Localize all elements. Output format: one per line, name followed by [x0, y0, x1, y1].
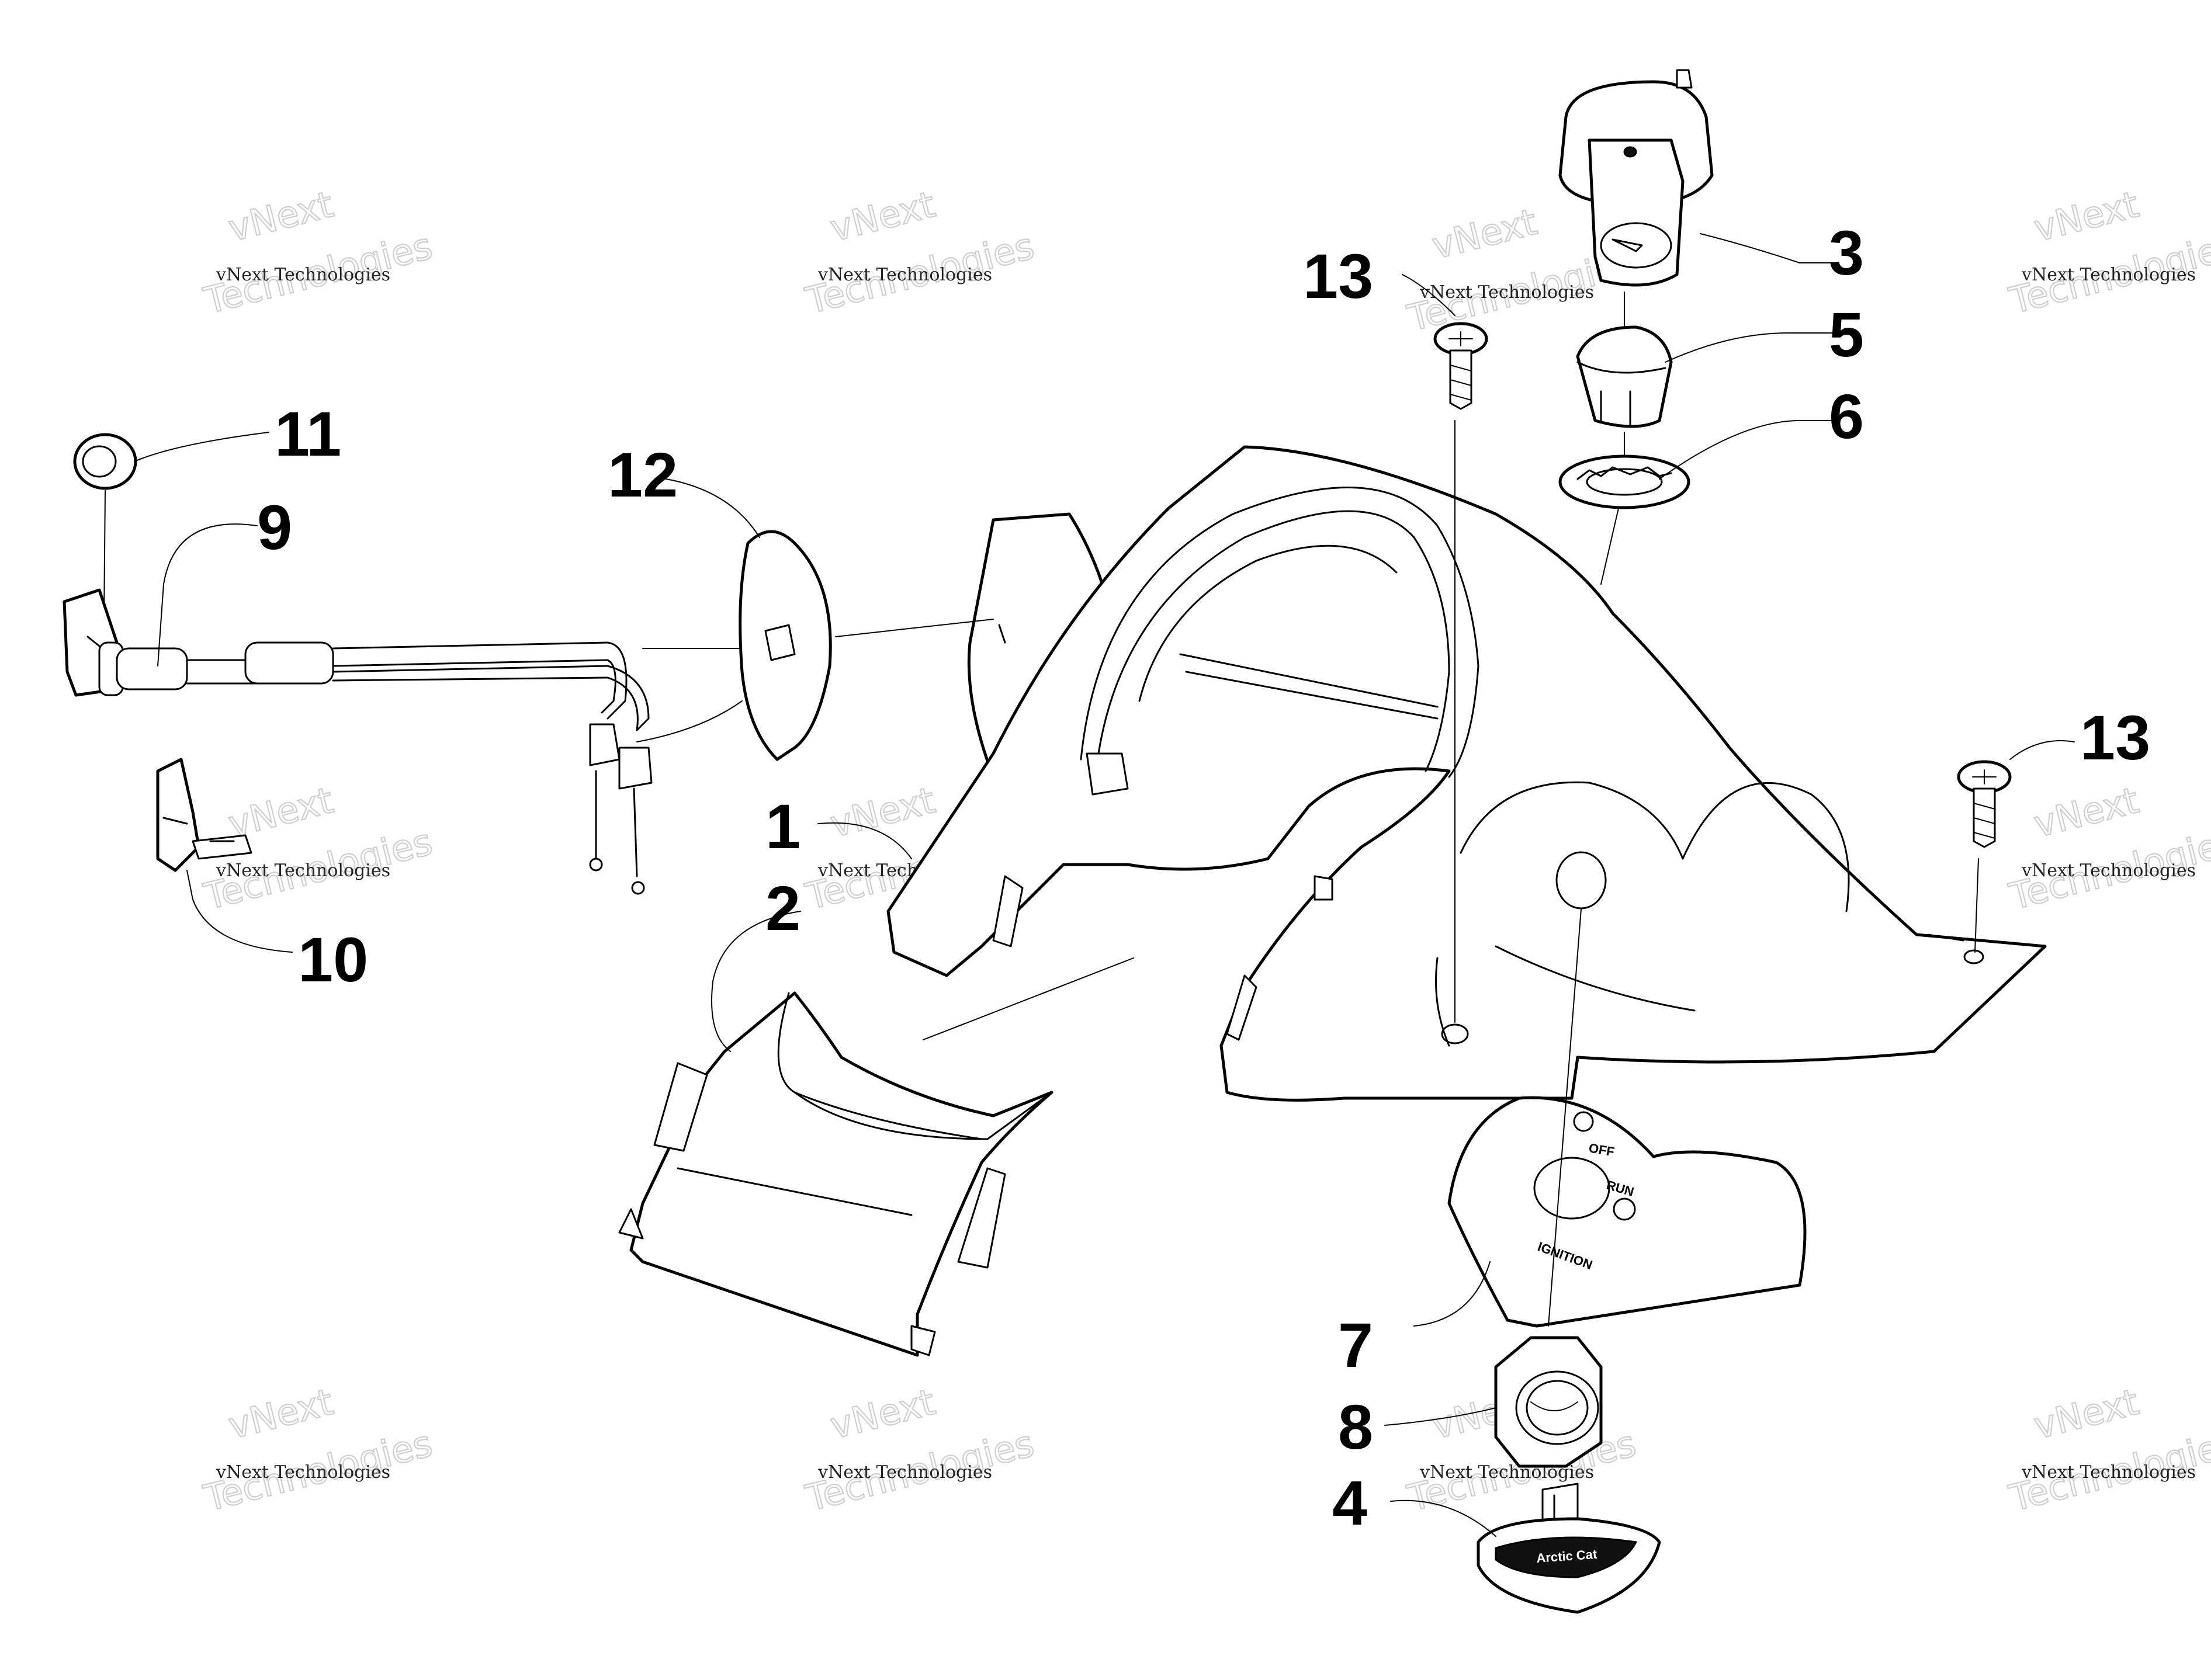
part-gasket	[739, 530, 994, 761]
callout-9: 9	[257, 492, 292, 563]
callout-1: 1	[765, 791, 800, 862]
watermark-company: vNext Technologies	[216, 1462, 390, 1483]
part-lock-washer	[1558, 454, 1690, 585]
watermark: vNext Technologies vNext Technologies	[2005, 778, 2211, 919]
callout-8: 8	[1338, 1391, 1373, 1462]
callout-leaders	[134, 233, 2075, 1537]
callout-5: 5	[1829, 299, 1864, 370]
watermark-brand-top: vNext	[2030, 1380, 2143, 1448]
part-screw-right	[1957, 760, 2012, 953]
watermark-brand-top: vNext	[2030, 183, 2143, 250]
watermark: vNext Technologies vNext Technologies	[801, 182, 1039, 323]
part-throttle-cable	[63, 588, 748, 895]
callout-10: 10	[298, 924, 368, 995]
watermark-company: vNext Technologies	[2021, 265, 2196, 285]
part-ignition-switch	[1558, 69, 1714, 328]
watermark-brand-top: vNext	[2030, 779, 2143, 846]
callout-13-top: 13	[1303, 241, 1373, 311]
watermark-brand-top: vNext	[826, 183, 939, 250]
watermark-company: vNext Technologies	[817, 1462, 992, 1483]
part-sleeve	[1576, 325, 1673, 456]
part-front-cover	[618, 957, 1134, 1357]
part-screw-top	[1433, 322, 1488, 1023]
watermark-company: vNext Technologies	[216, 860, 390, 881]
part-console-housing	[886, 445, 2047, 1102]
watermark: vNext Technologies vNext Technologies	[199, 182, 437, 323]
callout-6: 6	[1829, 381, 1864, 452]
part-hex-nut	[1494, 1336, 1603, 1468]
part-throttle-nut	[73, 433, 137, 620]
callout-3: 3	[1829, 217, 1864, 288]
watermark-brand-top: vNext	[826, 1380, 939, 1448]
watermark-company: vNext Technologies	[817, 265, 992, 285]
callout-12: 12	[608, 439, 678, 510]
watermark-company: vNext Technologies	[2021, 860, 2196, 881]
watermark-company: vNext Technologies	[216, 265, 390, 285]
watermark-brand-top: vNext	[826, 779, 939, 846]
callout-4: 4	[1332, 1467, 1367, 1538]
watermark: vNext Technologies vNext Technologies	[2005, 182, 2211, 323]
callout-13-right: 13	[2080, 702, 2150, 773]
part-key: Arctic Cat	[1477, 1483, 1661, 1614]
callout-numbers: 1 2 3 4 5 6 7 8 9 10 11 12 13 13	[257, 217, 2150, 1538]
part-ignition-plate: OFF RUN IGNITION	[1447, 908, 1807, 1328]
watermark-brand-top: vNext	[224, 183, 337, 250]
watermark-brand-top: vNext	[1428, 200, 1541, 268]
watermark: vNext Technologies vNext Technologies	[801, 1380, 1039, 1521]
callout-11: 11	[275, 398, 341, 469]
watermark: vNext Technologies vNext Technologies	[2005, 1380, 2211, 1521]
part-throttle-lever	[156, 758, 252, 872]
watermark-brand-top: vNext	[224, 1380, 337, 1448]
callout-7: 7	[1338, 1310, 1373, 1380]
callout-2: 2	[765, 873, 800, 943]
watermark-company: vNext Technologies	[2021, 1462, 2196, 1483]
watermark-company: vNext Technologies	[1419, 282, 1594, 303]
watermark: vNext Technologies vNext Technologies	[199, 1380, 437, 1521]
